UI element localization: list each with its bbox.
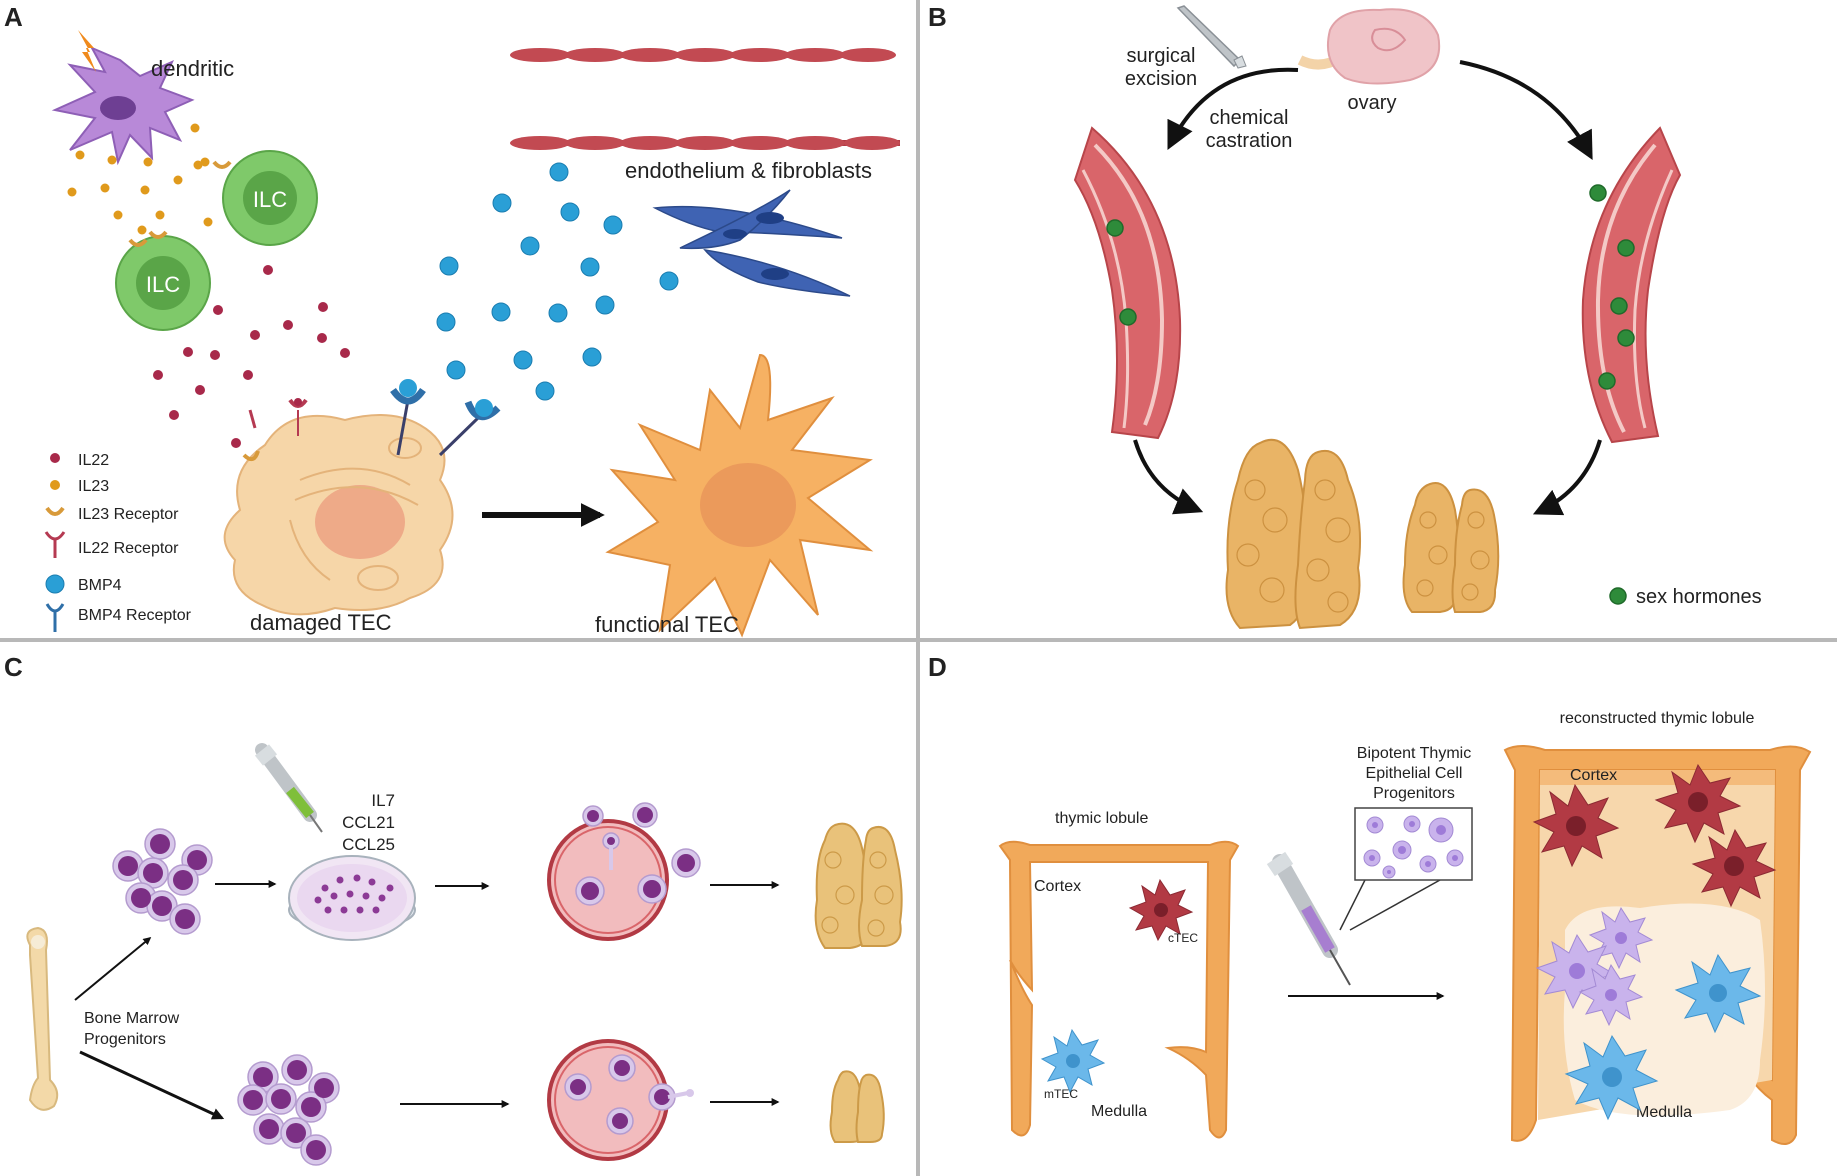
panel-d-letter: D [928, 652, 947, 682]
hormone-dots-right [1589, 184, 1635, 390]
panel-b-letter: B [928, 2, 947, 32]
il23-receptor-icon [45, 506, 65, 516]
il22-dot-icon [50, 453, 60, 463]
thymus-section-upper-icon [547, 802, 701, 941]
ovary-icon [1297, 8, 1441, 85]
thymus-medium-icon [814, 822, 903, 949]
femur-icon [26, 926, 59, 1111]
surgical-label-line2: excision [1125, 68, 1197, 90]
bmp4-dot-icon [45, 574, 65, 594]
thymus-large-icon [1225, 438, 1362, 630]
damaged-tec-icon [223, 414, 454, 616]
progenitor-box [1354, 807, 1473, 881]
ilc-cell-icon [115, 235, 211, 331]
syringe-icon [1266, 851, 1351, 986]
lobule-medulla-label: Medulla [1091, 1103, 1147, 1120]
il23-dots [67, 123, 213, 235]
progenitors-label-line1: Bone Marrow [84, 1010, 180, 1027]
thymus-section-lower-icon [547, 1039, 694, 1161]
cytokine-il7: IL7 [371, 791, 395, 810]
panel-c-letter: C [4, 652, 23, 682]
ilc-label-2: ILC [146, 272, 180, 297]
reconstructed-lobule-icon [1503, 745, 1812, 1145]
panel-a-letter: A [4, 2, 23, 32]
ctec-label: cTEC [1168, 931, 1198, 945]
surgical-label-line1: surgical [1127, 45, 1196, 67]
bipotent-label-line2: Epithelial Cell [1366, 765, 1463, 782]
thymic-lobule-icon [998, 840, 1240, 1139]
legend-label-il22-receptor: IL22 Receptor [78, 540, 179, 557]
dendritic-label: dendritic [151, 56, 234, 81]
progenitor-cluster-upper [112, 828, 213, 935]
il23-receptor-icon [148, 230, 168, 239]
dendritic-cell-icon [51, 30, 195, 166]
endothelium-icon [510, 48, 900, 150]
bipotent-label-line1: Bipotent Thymic [1357, 745, 1471, 762]
syringe-icon [254, 743, 323, 833]
thymus-small-icon [1402, 482, 1500, 613]
arrow-to-large-thymus [1133, 439, 1204, 515]
bmp4-dots [436, 162, 679, 401]
lobule-cortex-label: Cortex [1034, 878, 1081, 895]
il22-dots [153, 265, 350, 448]
progenitor-cluster-lower [237, 1054, 340, 1166]
panel-c: C Bone Marrow Progenitors [4, 652, 903, 1166]
chemical-label-line2: castration [1206, 130, 1293, 152]
mtec-icon [1040, 1028, 1106, 1094]
ovary-label: ovary [1348, 92, 1397, 114]
ilc-cell-icon [222, 150, 318, 246]
arrow-to-upper-cells [74, 936, 152, 1001]
legend-label-il23: IL23 [78, 478, 109, 495]
legend: IL22 IL23 IL23 Receptor IL22 Receptor BM… [44, 452, 192, 632]
legend-label-bmp4-receptor: BMP4 Receptor [78, 607, 192, 624]
lightning-icon [78, 30, 96, 72]
panel-d: D thymic lobule Cortex Medulla cTEC mTEC [928, 652, 1812, 1145]
il23-dot-icon [50, 480, 60, 490]
sex-hormones-label: sex hormones [1636, 586, 1762, 608]
arrow-to-small-thymus [1532, 439, 1602, 516]
il23-receptor-icon [212, 160, 232, 169]
reconstructed-label: reconstructed thymic lobule [1560, 710, 1755, 727]
panel-a: A dendritic ILC ILC [4, 2, 900, 638]
progenitors-label-line2: Progenitors [84, 1031, 166, 1048]
il23-receptor-icon [128, 238, 148, 247]
arrow-to-left-vessel [1167, 67, 1299, 151]
endothelium-label: endothelium & fibroblasts [625, 158, 872, 183]
thymic-lobule-label: thymic lobule [1055, 810, 1148, 827]
legend-label-bmp4: BMP4 [78, 577, 122, 594]
functional-tec-label: functional TEC [595, 612, 739, 637]
cytokine-ccl21: CCL21 [342, 813, 395, 832]
reconstructed-cortex-label: Cortex [1570, 767, 1617, 784]
arrow-to-right-vessel [1459, 60, 1593, 160]
hormone-dots-left [1106, 219, 1137, 326]
chemical-label-line1: chemical [1210, 107, 1289, 129]
legend-label-il22: IL22 [78, 452, 109, 469]
il22-receptor-icon [44, 531, 66, 558]
ilc-label-1: ILC [253, 187, 287, 212]
thymus-tiny-icon [829, 1070, 885, 1143]
cytokine-ccl25: CCL25 [342, 835, 395, 854]
damaged-tec-label: damaged TEC [250, 610, 392, 635]
ctec-icon [1128, 878, 1194, 942]
arrow-to-lower-cells [79, 1050, 225, 1120]
blood-vessel-icon [1581, 126, 1682, 444]
bipotent-label-line3: Progenitors [1373, 785, 1455, 802]
mtec-label: mTEC [1044, 1087, 1078, 1101]
legend-label-il23-receptor: IL23 Receptor [78, 506, 179, 523]
functional-tec-icon [605, 353, 874, 638]
scalpel-icon [1176, 5, 1247, 69]
bmp4-receptor-icon [45, 603, 65, 632]
reconstructed-medulla-label: Medulla [1636, 1104, 1692, 1121]
petri-dish-icon [288, 855, 416, 941]
hormone-legend-icon [1609, 587, 1627, 605]
panel-b: B surgical excision ovary chemical castr… [928, 2, 1762, 630]
